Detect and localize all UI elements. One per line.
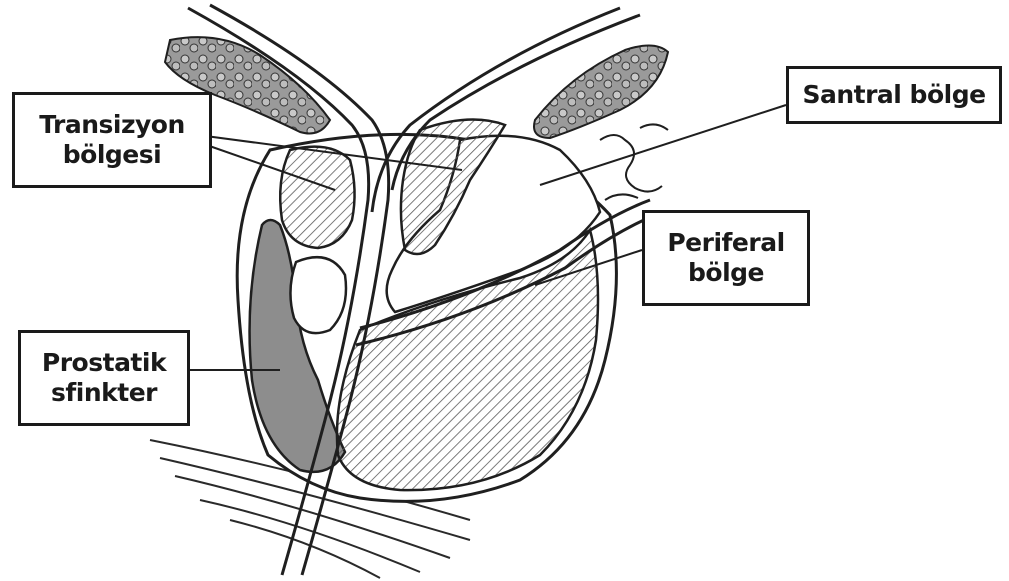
- label-prostatic-sphincter-line2: sfinkter: [51, 378, 157, 409]
- label-prostatic-sphincter: Prostatik sfinkter: [18, 330, 190, 426]
- label-transition-zone: Transizyon bölgesi: [12, 92, 212, 188]
- label-peripheral-zone-line1: Periferal: [667, 228, 784, 259]
- label-prostatic-sphincter-line1: Prostatik: [42, 348, 166, 379]
- transition-zone-left-shape: [280, 147, 354, 248]
- label-central-zone: Santral bölge: [786, 66, 1002, 124]
- sphincter-lumen: [290, 257, 346, 333]
- label-transition-zone-line2: bölgesi: [63, 140, 161, 171]
- label-peripheral-zone-line2: bölge: [688, 258, 764, 289]
- label-peripheral-zone: Periferal bölge: [642, 210, 810, 306]
- label-central-zone-text: Santral bölge: [802, 80, 985, 111]
- label-transition-zone-line1: Transizyon: [39, 110, 185, 141]
